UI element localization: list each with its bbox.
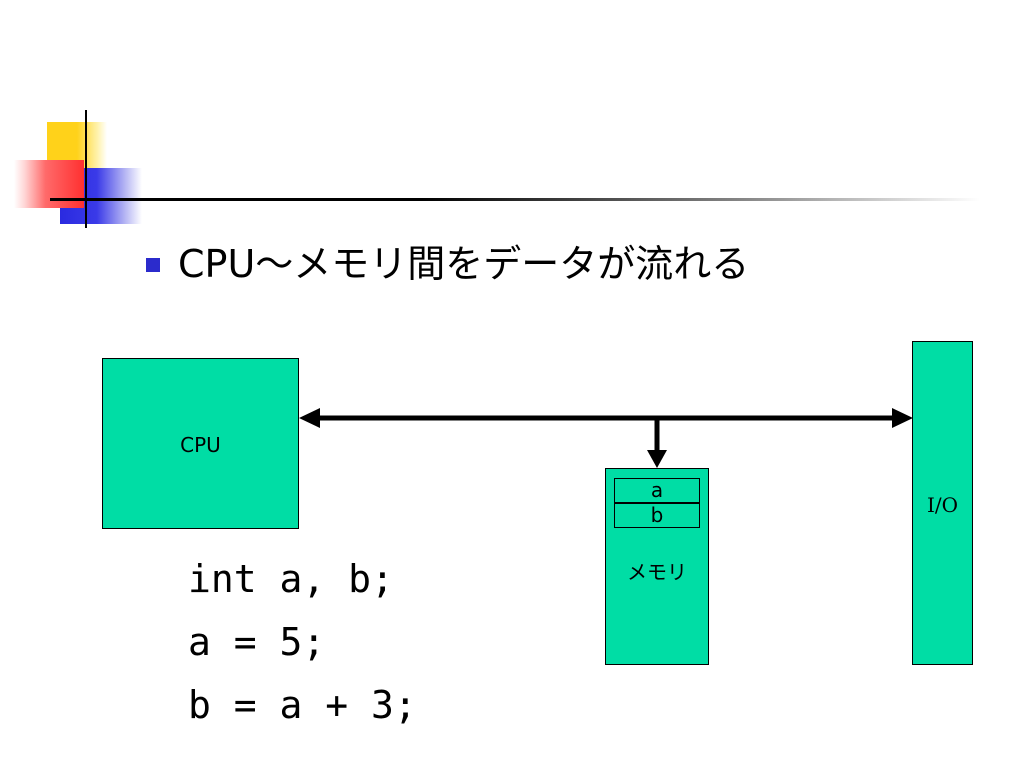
bus-arrowhead-right xyxy=(892,408,913,428)
cpu-label: CPU xyxy=(180,433,221,457)
memory-cell-a: a xyxy=(614,478,700,503)
cpu-box xyxy=(102,358,299,529)
bus-arrowhead-left xyxy=(299,408,320,428)
bullet-text: CPU～メモリ間をデータが流れる xyxy=(178,242,750,286)
code-block: int a, b; a = 5; b = a + 3; xyxy=(188,548,417,737)
code-line: a = 5; xyxy=(188,620,326,664)
io-box xyxy=(912,341,973,665)
io-label: I/O xyxy=(926,493,959,517)
title-divider-line xyxy=(50,198,980,201)
title-ornament-vertical-line xyxy=(85,110,87,228)
memory-branch-arrowhead xyxy=(647,450,667,468)
code-line: int a, b; xyxy=(188,557,394,601)
bullet-square-icon xyxy=(146,258,160,272)
memory-cell-b: b xyxy=(614,503,700,528)
code-line: b = a + 3; xyxy=(188,683,417,727)
memory-label: メモリ xyxy=(627,560,687,584)
